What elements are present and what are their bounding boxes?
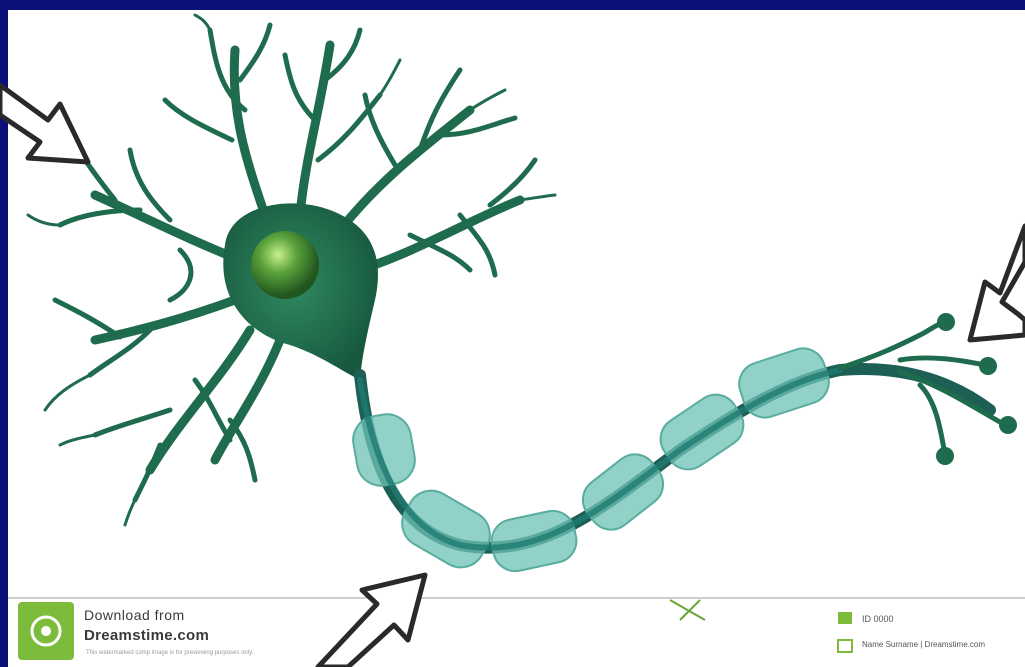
site-name-label: Dreamstime.com — [84, 627, 209, 644]
terminal-button — [979, 357, 997, 375]
id-badge-icon — [838, 612, 852, 624]
credit-label: Name Surname | Dreamstime.com — [862, 640, 985, 649]
image-id-label: ID 0000 — [862, 614, 894, 624]
download-label: Download from — [84, 607, 185, 623]
terminal-button — [937, 313, 955, 331]
terminal-button — [999, 416, 1017, 434]
terminal-button — [936, 447, 954, 465]
fine-print: This watermarked comp image is for previ… — [86, 650, 253, 656]
nucleus — [251, 231, 319, 299]
